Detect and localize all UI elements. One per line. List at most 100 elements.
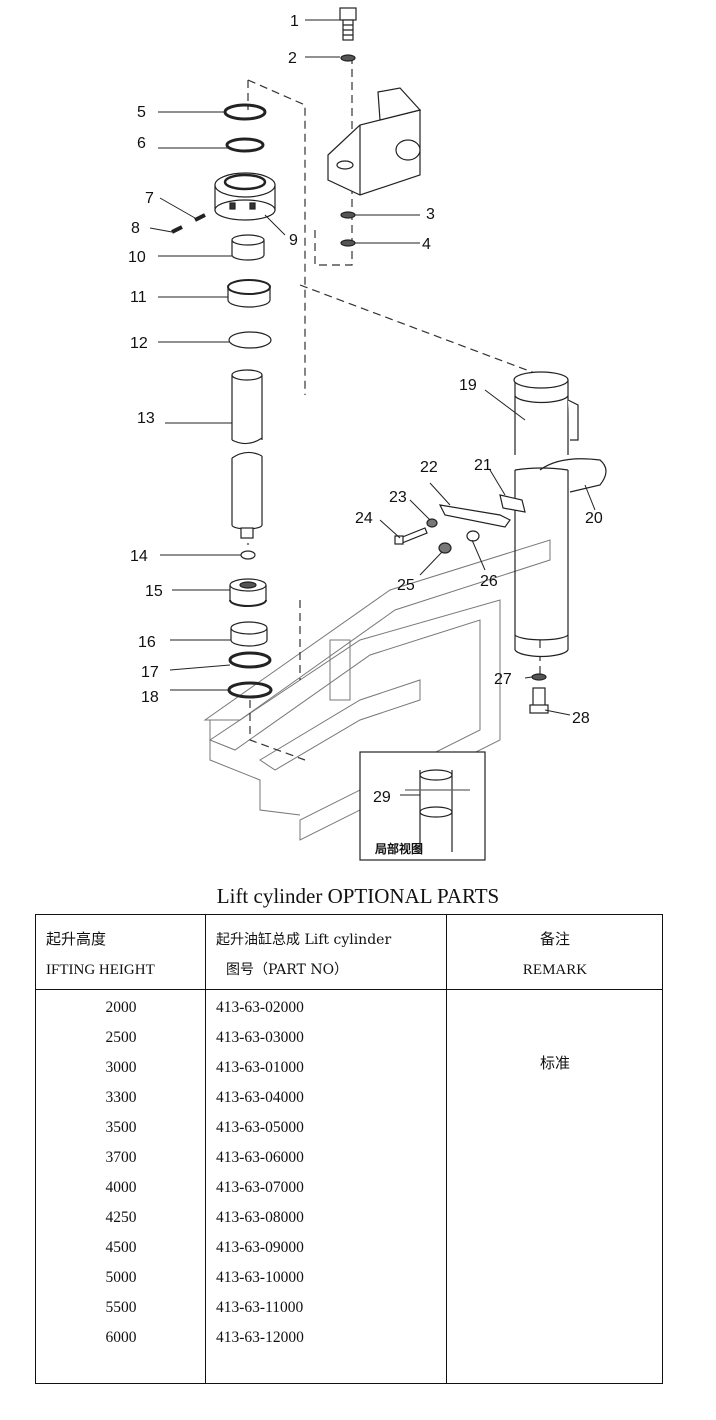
- callout-4: 4: [422, 236, 431, 253]
- table-row-height: 2500: [105, 1029, 137, 1046]
- part-nut-4: [340, 239, 356, 247]
- part-piston-head-11: [227, 279, 271, 308]
- table-title: Lift cylinder OPTIONAL PARTS: [216, 884, 500, 908]
- part-gland-nut: [214, 172, 276, 221]
- inset-detail-view: [359, 751, 486, 861]
- callout-1: 1: [290, 13, 299, 30]
- callout-11: 11: [130, 289, 147, 306]
- table-row-height: 4250: [105, 1209, 137, 1226]
- part-seal-6: [225, 137, 265, 153]
- part-oring-12: [228, 331, 272, 349]
- inset-caption: 局部视图: [375, 841, 423, 856]
- table-row-height: 5500: [105, 1299, 137, 1316]
- callout-5: 5: [137, 104, 146, 121]
- part-bracket: [327, 87, 422, 196]
- callout-20: 20: [585, 510, 603, 527]
- header-part-en: 图号（PART NO）: [226, 962, 349, 978]
- mast-frame-outline: [203, 539, 551, 841]
- part-washer-27: [531, 673, 547, 681]
- part-washer-2: [340, 54, 356, 62]
- part-oring-14: [240, 550, 256, 560]
- part-cylinder-barrel-19: [513, 371, 579, 455]
- part-ring-18: [227, 681, 273, 699]
- part-piston-rod-13: [231, 369, 263, 539]
- callout-6: 6: [137, 135, 146, 152]
- column-divider-1: [36, 915, 206, 1383]
- part-cylinder-tube: [514, 467, 569, 658]
- callout-15: 15: [145, 583, 163, 600]
- exploded-parts-diagram: 1 2 3 4 5 6 7 8 9 10 11 12 13 14 15 16 1…: [128, 7, 607, 861]
- table-row-part-no: 413-63-02000: [216, 999, 304, 1016]
- callout-28: 28: [572, 710, 590, 727]
- table-row-part-no: 413-63-07000: [216, 1179, 304, 1196]
- table-row-height: 3000: [105, 1059, 137, 1076]
- part-hose-20: [539, 458, 607, 493]
- table-row-part-no: 413-63-10000: [216, 1269, 304, 1286]
- part-ring-17: [228, 651, 272, 669]
- part-nut-25: [438, 542, 452, 554]
- callout-2: 2: [288, 50, 297, 67]
- callout-24: 24: [355, 510, 373, 527]
- header-remark-cn: 备注: [539, 932, 570, 948]
- table-row-height: 3300: [105, 1089, 137, 1106]
- table-row-height: 2000: [105, 999, 137, 1016]
- table-row-part-no: 413-63-03000: [216, 1029, 304, 1046]
- column-divider-2: [205, 915, 447, 1383]
- table-row-part-no: 413-63-09000: [216, 1239, 304, 1256]
- part-piston-15: [229, 578, 267, 607]
- callout-23: 23: [389, 489, 407, 506]
- part-washer-3: [340, 211, 356, 219]
- header-height-en: IFTING HEIGHT: [46, 962, 155, 978]
- table-row-height: 4500: [105, 1239, 137, 1256]
- callout-9: 9: [289, 232, 298, 249]
- callout-21: 21: [474, 457, 492, 474]
- optional-parts-table: 起升高度 IFTING HEIGHT 起升油缸总成 Lift cylinder …: [35, 914, 663, 1384]
- part-bolt-top: [339, 7, 357, 41]
- callout-3: 3: [426, 206, 435, 223]
- table-row-part-no: 413-63-12000: [216, 1329, 304, 1346]
- table-row-part-no: 413-63-06000: [216, 1149, 304, 1166]
- part-bolt-24: [394, 527, 428, 545]
- callout-25: 25: [397, 577, 415, 594]
- part-seal-5: [223, 103, 267, 121]
- table-row-height: 6000: [105, 1329, 137, 1346]
- callout-19: 19: [459, 377, 477, 394]
- callout-16: 16: [138, 634, 156, 651]
- part-no-column: 413-63-02000 413-63-03000 413-63-01000 4…: [216, 993, 436, 1353]
- callout-26: 26: [480, 573, 498, 590]
- table-row-height: 3700: [105, 1149, 137, 1166]
- callout-18: 18: [141, 689, 159, 706]
- remark-standard: 标准: [539, 1054, 570, 1072]
- header-remark-en: REMARK: [522, 962, 588, 978]
- table-row-part-no: 413-63-05000: [216, 1119, 304, 1136]
- callout-14: 14: [130, 548, 148, 565]
- table-row-height: 4000: [105, 1179, 137, 1196]
- leader-lines: [149, 19, 596, 796]
- header-height-cn: 起升高度: [46, 932, 107, 948]
- table-row-height: 3500: [105, 1119, 137, 1136]
- part-bushing-10: [231, 234, 265, 261]
- height-column: 2000 2500 3000 3300 3500 3700 4000 4250 …: [81, 993, 161, 1353]
- table-row-height: 5000: [105, 1269, 137, 1286]
- part-pin-8: [171, 225, 183, 234]
- callout-29: 29: [373, 789, 391, 806]
- part-pin-7: [194, 213, 206, 222]
- table-row-part-no: 413-63-11000: [216, 1299, 304, 1316]
- part-washer-26: [466, 530, 480, 542]
- header-part-cn: 起升油缸总成 Lift cylinder: [216, 932, 392, 948]
- callout-13: 13: [137, 410, 155, 427]
- part-washer-23: [426, 518, 438, 528]
- callout-27: 27: [494, 671, 512, 688]
- part-sleeve-16: [230, 621, 268, 647]
- callout-12: 12: [130, 335, 148, 352]
- table-row-part-no: 413-63-04000: [216, 1089, 304, 1106]
- part-clamp-21: [499, 494, 526, 513]
- callout-7: 7: [145, 190, 154, 207]
- callout-labels: 1 2 3 4 5 6 7 8 9 10 11 12 13 14 15 16 1…: [128, 13, 603, 856]
- table-row-part-no: 413-63-08000: [216, 1209, 304, 1226]
- callout-17: 17: [141, 664, 159, 681]
- header-divider: [36, 989, 662, 990]
- part-bolt-28: [529, 687, 549, 714]
- callout-8: 8: [131, 220, 140, 237]
- callout-22: 22: [420, 459, 438, 476]
